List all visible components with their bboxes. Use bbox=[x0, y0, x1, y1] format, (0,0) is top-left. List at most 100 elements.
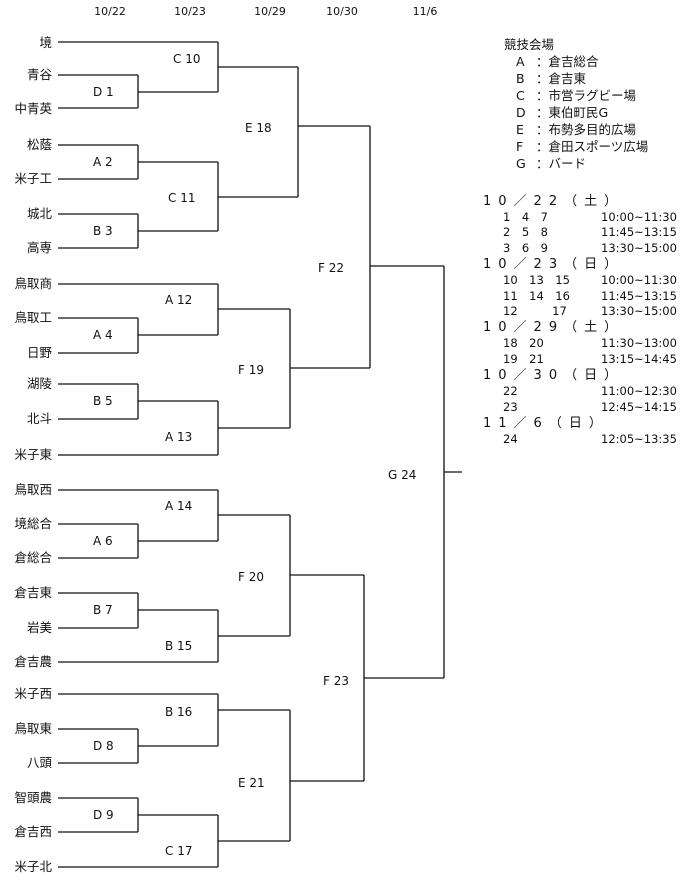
schedule-time: 10:00~11:30 bbox=[601, 210, 677, 224]
match-label-f23: F 23 bbox=[323, 674, 349, 688]
venue-legend: 競技会場 A：倉吉総合 B：倉吉東 C：市営ラグビー場 D：東伯町民G E：布勢… bbox=[490, 36, 695, 172]
schedule-time: 13:30~15:00 bbox=[601, 240, 677, 255]
team-name: 鳥取工 bbox=[14, 310, 52, 325]
venue-item: B：倉吉東 bbox=[516, 71, 587, 86]
match-bracket-b15 bbox=[217, 610, 290, 662]
schedule-matches: 11 14 16 bbox=[503, 288, 570, 303]
team-name: 倉吉東 bbox=[14, 585, 52, 600]
team-name: 境 bbox=[39, 35, 52, 50]
match-bracket-a2 bbox=[137, 145, 218, 179]
team-name: 青谷 bbox=[27, 67, 53, 82]
team-name: 鳥取東 bbox=[14, 721, 52, 736]
match-label-a4: A 4 bbox=[93, 328, 113, 342]
schedule-row: 11 14 16 11:45~13:15 bbox=[483, 289, 698, 304]
schedule-time: 13:15~14:45 bbox=[601, 351, 677, 366]
schedule-matches: 12 17 bbox=[503, 303, 567, 318]
team-name: 境総合 bbox=[14, 516, 52, 531]
match-label-g24: G 24 bbox=[388, 468, 416, 482]
team-name: 高専 bbox=[27, 240, 52, 255]
schedule-matches: 19 21 bbox=[503, 351, 544, 366]
team-name: 中青英 bbox=[14, 101, 52, 116]
match-label-a12: A 12 bbox=[165, 293, 192, 307]
schedule-time: 11:45~13:15 bbox=[601, 225, 677, 240]
team-name: 鳥取商 bbox=[14, 276, 52, 291]
schedule-day: 10／30（日） bbox=[483, 368, 625, 384]
venue-key: C bbox=[516, 88, 525, 103]
team-name: 智頭農 bbox=[14, 790, 52, 805]
match-label-c11: C 11 bbox=[168, 191, 195, 205]
venue-legend-title: 競技会場 bbox=[504, 37, 555, 52]
schedule-matches: 23 bbox=[503, 399, 518, 414]
schedule-time: 13:30~15:00 bbox=[601, 303, 677, 318]
schedule-time: 10:00~11:30 bbox=[601, 273, 677, 288]
schedule-time: 12:05~13:35 bbox=[601, 431, 677, 446]
date-header-2: 10/23 bbox=[174, 5, 206, 18]
team-name: 米子西 bbox=[14, 686, 52, 701]
match-bracket-d1 bbox=[137, 75, 218, 108]
match-bracket-a4 bbox=[137, 318, 218, 353]
venue-name: 市営ラグビー場 bbox=[548, 88, 637, 103]
schedule-matches: 24 bbox=[503, 431, 518, 446]
team-name: 米子工 bbox=[14, 171, 52, 186]
schedule-matches: 2 5 8 bbox=[503, 225, 548, 240]
venue-key: B bbox=[516, 71, 525, 86]
match-bracket-e18 bbox=[297, 67, 370, 197]
schedule-time: 11:45~13:15 bbox=[601, 288, 677, 303]
bracket-lines-lower bbox=[58, 489, 444, 868]
match-bracket-a13 bbox=[217, 401, 290, 455]
match-label-e21: E 21 bbox=[238, 776, 265, 790]
match-bracket-a6 bbox=[137, 524, 218, 558]
match-label-d1: D 1 bbox=[93, 85, 114, 99]
match-label-c10: C 10 bbox=[173, 52, 200, 66]
match-label-a13: A 13 bbox=[165, 430, 192, 444]
schedule-row: 3 6 9 13:30~15:00 bbox=[483, 241, 698, 256]
match-label-b5: B 5 bbox=[93, 394, 113, 408]
venue-item: F：倉田スポーツ広場 bbox=[516, 139, 649, 154]
match-bracket-c10 bbox=[217, 42, 298, 92]
team-name: 米子東 bbox=[14, 447, 52, 462]
venue-name: 東伯町民G bbox=[548, 105, 609, 120]
venue-name: 布勢多目的広場 bbox=[548, 122, 637, 137]
schedule-row: 1 4 7 10:00~11:30 bbox=[483, 210, 698, 225]
tournament-bracket: 10/22 10/23 10/29 10/30 11/6 境 青谷 中青英 松蔭… bbox=[14, 5, 462, 874]
team-name: 日野 bbox=[27, 345, 53, 360]
match-bracket-c17 bbox=[217, 815, 290, 867]
schedule-day: 10／22（土） bbox=[483, 194, 625, 209]
schedule-matches: 18 20 bbox=[503, 336, 544, 351]
schedule-matches: 1 4 7 bbox=[503, 210, 548, 224]
match-bracket-e21 bbox=[289, 710, 364, 841]
match-label-b3: B 3 bbox=[93, 224, 113, 238]
match-label-c17: C 17 bbox=[165, 844, 192, 858]
match-bracket-a12 bbox=[217, 284, 290, 335]
team-name: 米子北 bbox=[14, 859, 52, 874]
date-header-5: 11/6 bbox=[413, 5, 438, 18]
schedule-day: 10／23（日） bbox=[483, 257, 625, 273]
venue-item: E：布勢多目的広場 bbox=[516, 122, 637, 137]
schedule-matches: 10 13 15 bbox=[503, 273, 570, 288]
team-name: 北斗 bbox=[27, 411, 52, 426]
team-name: 倉吉農 bbox=[14, 654, 52, 669]
team-name: 湖陵 bbox=[27, 376, 53, 391]
match-label-a6: A 6 bbox=[93, 534, 113, 548]
venue-key: G bbox=[516, 156, 526, 171]
match-label-b16: B 16 bbox=[165, 705, 192, 719]
date-header-3: 10/29 bbox=[254, 5, 286, 18]
venue-name: バード bbox=[548, 156, 587, 171]
match-label-d9: D 9 bbox=[93, 808, 114, 822]
schedule-matches: 3 6 9 bbox=[503, 240, 548, 255]
match-bracket-b3 bbox=[137, 214, 218, 248]
venue-key: E bbox=[516, 122, 524, 137]
match-bracket-c11 bbox=[217, 162, 298, 231]
schedule-row: 10 13 15 10:00~11:30 bbox=[483, 273, 698, 288]
team-name: 倉総合 bbox=[14, 550, 52, 565]
match-schedule: 10／22（土） 1 4 7 10:00~11:30 2 5 8 11:45~13:… bbox=[483, 193, 698, 447]
venue-item: D：東伯町民G bbox=[516, 105, 609, 120]
venue-name: 倉吉東 bbox=[548, 71, 587, 86]
team-name: 松蔭 bbox=[27, 137, 53, 152]
match-bracket-d8 bbox=[137, 729, 218, 763]
match-label-b15: B 15 bbox=[165, 639, 192, 653]
match-bracket-b5 bbox=[137, 384, 218, 419]
